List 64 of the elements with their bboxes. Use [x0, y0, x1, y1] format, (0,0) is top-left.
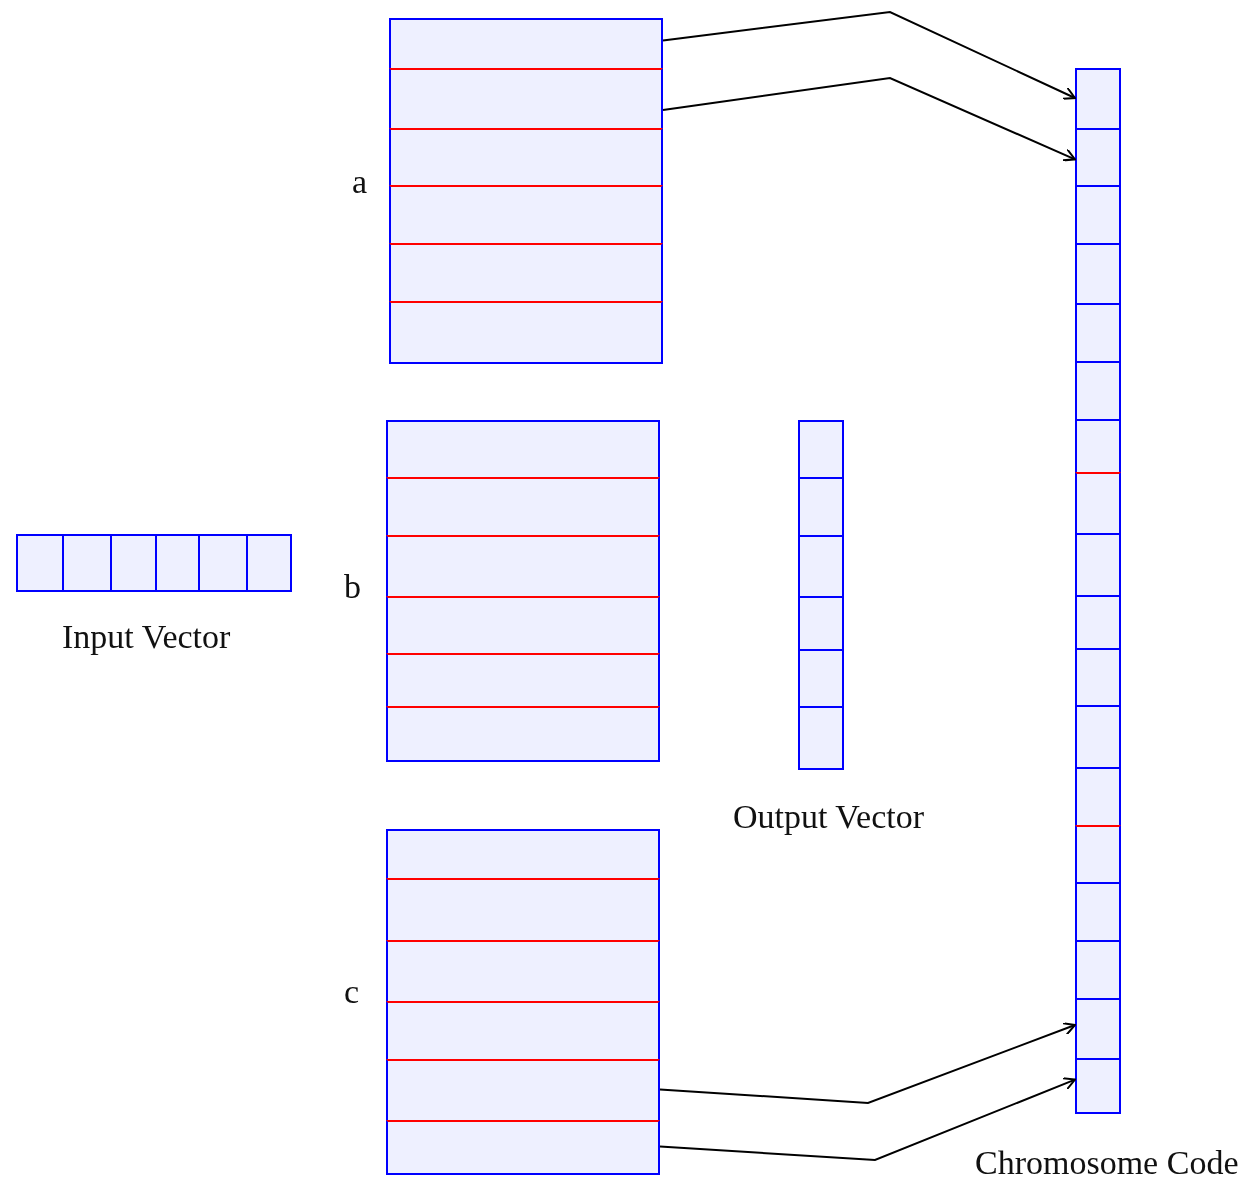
vector-cell: [1075, 243, 1121, 305]
vector-cell: [246, 534, 292, 592]
matrix-row: [389, 301, 663, 364]
vector-cell: [1075, 882, 1121, 942]
vector-cell: [198, 534, 248, 592]
matrix-box: [386, 420, 660, 760]
arrow: [662, 76, 1076, 162]
vector-cell: [110, 534, 157, 592]
matrix-row: [386, 1001, 660, 1061]
matrix-row: [386, 706, 660, 762]
vector-cell: [1075, 361, 1121, 421]
caption-label: a: [352, 165, 368, 199]
vector-cell: [798, 420, 844, 479]
vector-cell: [1075, 998, 1121, 1060]
caption-label: Input Vector: [62, 620, 231, 654]
caption-label: b: [344, 570, 361, 604]
matrix-row: [386, 829, 660, 880]
matrix-row: [389, 18, 663, 70]
matrix-row: [386, 653, 660, 708]
vector-cell: [1075, 419, 1121, 474]
caption-label: Output Vector: [733, 800, 925, 834]
matrix-row: [386, 535, 660, 598]
vector-cell: [1075, 472, 1121, 535]
matrix-row: [389, 243, 663, 303]
vector-cell: [1075, 825, 1121, 884]
vector-cell: [798, 477, 844, 537]
matrix-row: [386, 1120, 660, 1175]
caption-label: c: [344, 975, 360, 1009]
vector-cell: [1075, 767, 1121, 827]
vector-cell: [1075, 648, 1121, 707]
arrow: [662, 10, 1076, 100]
vector-cell: [798, 535, 844, 598]
vector-box: [16, 534, 290, 592]
vector-box: [1075, 68, 1121, 1112]
vector-cell: [155, 534, 200, 592]
vector-cell: [1075, 705, 1121, 769]
matrix-row: [389, 128, 663, 187]
matrix-box: [389, 18, 663, 362]
vector-cell: [16, 534, 64, 592]
vector-cell: [1075, 303, 1121, 363]
vector-box: [798, 420, 844, 768]
matrix-row: [386, 420, 660, 479]
vector-cell: [1075, 128, 1121, 187]
matrix-row: [386, 940, 660, 1003]
vector-cell: [1075, 1058, 1121, 1114]
vector-cell: [1075, 185, 1121, 245]
matrix-box: [386, 829, 660, 1173]
vector-cell: [1075, 533, 1121, 597]
vector-cell: [798, 649, 844, 708]
matrix-row: [386, 878, 660, 942]
matrix-row: [389, 185, 663, 245]
matrix-row: [386, 596, 660, 655]
matrix-row: [386, 1059, 660, 1122]
vector-cell: [62, 534, 112, 592]
matrix-row: [386, 477, 660, 537]
caption-label: Chromosome Code: [975, 1146, 1239, 1180]
vector-cell: [1075, 595, 1121, 650]
arrow: [659, 1022, 1076, 1104]
arrow: [659, 1077, 1076, 1161]
vector-cell: [1075, 940, 1121, 1000]
vector-cell: [1075, 68, 1121, 130]
vector-cell: [798, 706, 844, 770]
matrix-row: [389, 68, 663, 130]
vector-cell: [798, 596, 844, 651]
